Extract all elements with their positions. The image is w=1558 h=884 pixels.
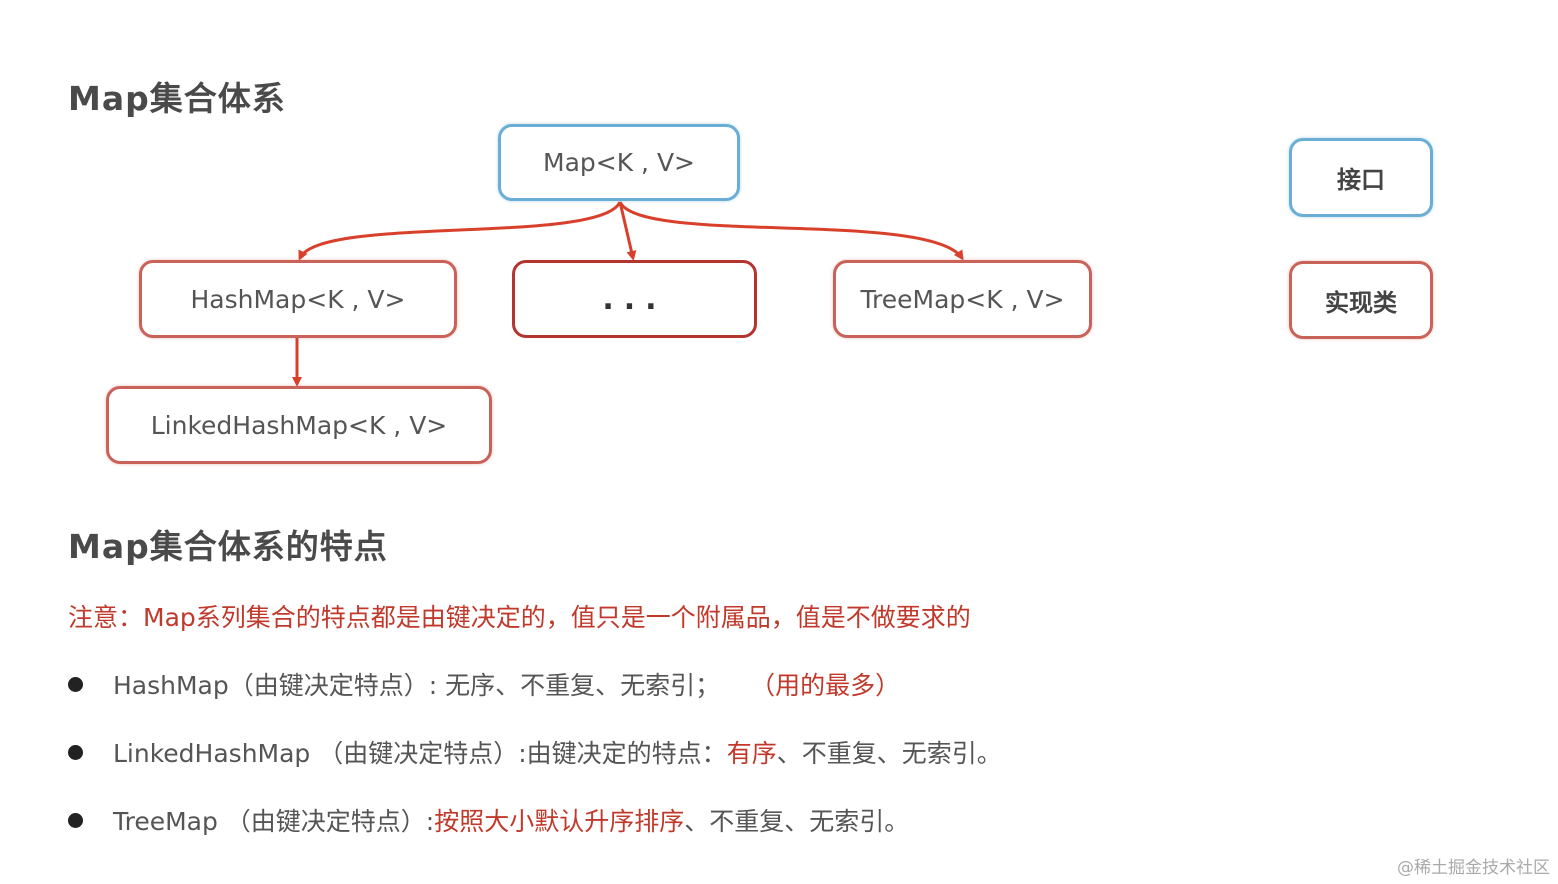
bullet-linkedhashmap-highlight: 有序 bbox=[726, 739, 777, 768]
bullet-treemap-suffix: 、不重复、无索引。 bbox=[684, 807, 910, 836]
legend-interface-label: 接口 bbox=[1337, 166, 1385, 194]
map-interface-label: Map<K , V> bbox=[543, 148, 695, 177]
arrow-map-to-other bbox=[618, 201, 637, 261]
map-interface-node: Map<K , V> bbox=[498, 124, 740, 201]
other-implementations-label: ... bbox=[602, 281, 667, 317]
bullet-dot bbox=[68, 812, 83, 828]
legend-implementation-label: 实现类 bbox=[1325, 288, 1397, 317]
bullet-linkedhashmap-text: LinkedHashMap （由键决定特点）:由键决定的特点： bbox=[113, 739, 727, 768]
hashmap-label: HashMap<K , V> bbox=[190, 284, 406, 314]
bullet-dot bbox=[68, 676, 83, 692]
arrow-map-to-treemap bbox=[618, 201, 964, 261]
bullet-treemap: TreeMap （由键决定特点）: 按照大小默认升序排序 、不重复、无索引。 bbox=[68, 802, 909, 838]
bullet-linkedhashmap: LinkedHashMap （由键决定特点）:由键决定的特点： 有序 、不重复、… bbox=[68, 734, 1002, 770]
linkedhashmap-node: LinkedHashMap<K , V> bbox=[106, 386, 492, 464]
bullet-treemap-text: TreeMap （由键决定特点）: bbox=[113, 807, 435, 836]
features-title: Map集合体系的特点 bbox=[68, 527, 388, 566]
bullet-hashmap: HashMap（由键决定特点）: 无序、不重复、无索引； （用的最多） bbox=[68, 666, 900, 702]
note-text: 注意：Map系列集合的特点都是由键决定的，值只是一个附属品，值是不做要求的 bbox=[68, 603, 971, 632]
arrow-map-to-hashmap bbox=[298, 201, 622, 261]
bullet-hashmap-highlight: （用的最多） bbox=[750, 671, 901, 700]
other-implementations-node: ... bbox=[512, 260, 757, 338]
hierarchy-title: Map集合体系 bbox=[68, 79, 286, 118]
legend-implementation: 实现类 bbox=[1289, 261, 1433, 339]
bullet-dot bbox=[68, 744, 83, 760]
watermark: @稀土掘金技术社区 bbox=[1397, 858, 1550, 878]
hashmap-node: HashMap<K , V> bbox=[139, 260, 457, 338]
linkedhashmap-label: LinkedHashMap<K , V> bbox=[150, 410, 448, 440]
bullet-linkedhashmap-suffix: 、不重复、无索引。 bbox=[776, 739, 1002, 768]
treemap-label: TreeMap<K , V> bbox=[860, 284, 1065, 314]
bullet-hashmap-text: HashMap（由键决定特点）: 无序、不重复、无索引； bbox=[113, 671, 721, 700]
bullet-treemap-highlight: 按照大小默认升序排序 bbox=[434, 807, 685, 836]
treemap-node: TreeMap<K , V> bbox=[833, 260, 1092, 338]
legend-interface: 接口 bbox=[1289, 138, 1433, 217]
